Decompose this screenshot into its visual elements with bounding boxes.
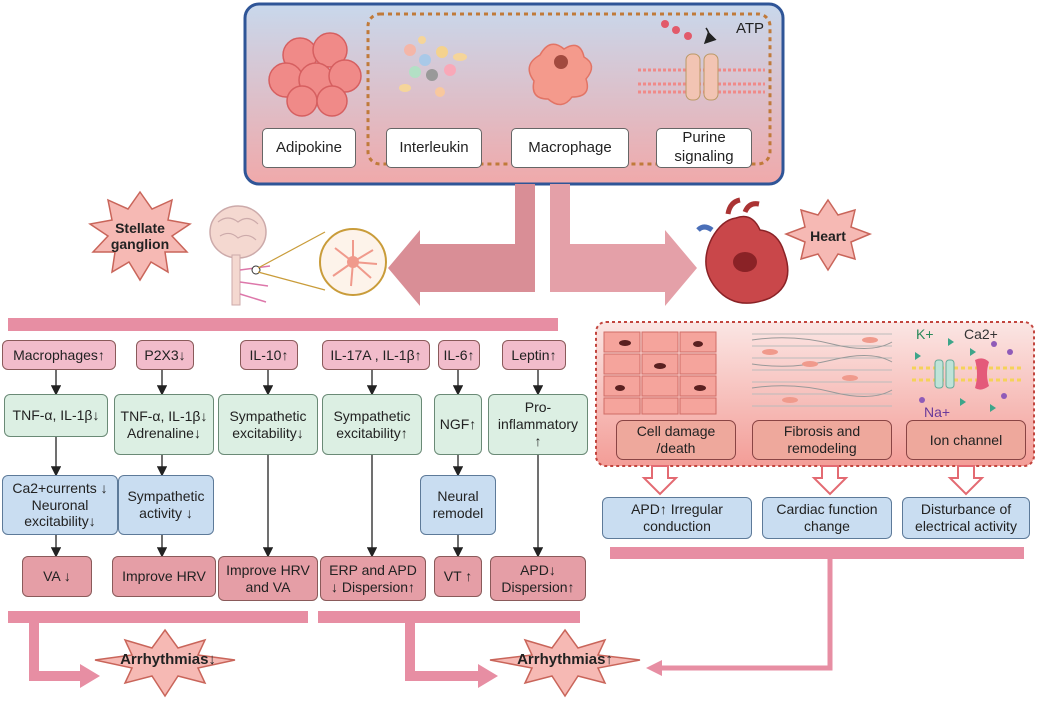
col6-bottom: APD↓ Dispersion↑ — [490, 556, 586, 601]
arrow-to-ganglion — [388, 184, 535, 306]
col5-mid: NGF↑ — [434, 394, 482, 455]
heart-outcome-bar — [610, 547, 1024, 559]
col5-mid2: Neural remodel — [420, 475, 496, 535]
ion-channel-box: Ion channel — [906, 420, 1026, 460]
right-bottom-arrow — [405, 623, 480, 681]
fibrosis-tissue-icon — [751, 333, 893, 407]
cell-damage-box: Cell damage /death — [616, 420, 736, 460]
arrhythmia-increase-label: Arrhythmias↑ — [517, 651, 613, 669]
ion-channel-icon — [912, 338, 1024, 412]
col1-top: Macrophages↑ — [2, 340, 116, 370]
fibrosis-box: Fibrosis and remodeling — [752, 420, 892, 460]
mediator-panel — [243, 2, 785, 186]
ganglion-bar — [8, 318, 558, 331]
interleukin-label: Interleukin — [399, 138, 469, 156]
reduction-bar — [8, 611, 308, 623]
col2-mid2: Sympathetic activity ↓ — [118, 475, 214, 535]
col3-bottom: Improve HRV and VA — [218, 556, 318, 601]
col2-bottom: Improve HRV — [112, 556, 216, 597]
purine-label: Purine signaling — [674, 129, 734, 165]
macrophage-box: Macrophage — [511, 128, 629, 168]
stellate-label: Stellate ganglion — [110, 219, 170, 252]
macrophage-cell-icon — [528, 43, 593, 106]
arrhythmia-increase-star — [489, 628, 641, 698]
adipokine-box: Adipokine — [262, 128, 356, 168]
mechanism-to-outcome-arrows — [641, 465, 985, 496]
purine-box: Purine signaling — [656, 128, 752, 168]
heart-organ-icon — [696, 197, 789, 304]
col1-bottom: VA ↓ — [22, 556, 92, 597]
heart-to-arrhythmia-arrow — [660, 559, 833, 671]
stellate-star-shape — [88, 190, 192, 282]
col4-top: IL-17A , IL-1β↑ — [322, 340, 430, 370]
heart-label: Heart — [810, 227, 846, 244]
heart-star-shape — [783, 198, 873, 272]
apd-outcome-box: APD↑ Irregular conduction — [602, 497, 752, 539]
cardiac-function-box: Cardiac function change — [762, 497, 892, 539]
cytokine-particles-icon — [399, 36, 467, 97]
col6-mid: Pro-inflammatory ↑ — [488, 394, 588, 455]
col1-mid2: Ca2+currents ↓ Neuronal excitability↓ — [2, 475, 118, 535]
arrhythmia-decrease-star — [94, 628, 236, 698]
col2-top: P2X3↓ — [136, 340, 194, 370]
purinergic-receptor-icon — [638, 20, 765, 101]
col4-bottom: ERP and APD ↓ Dispersion↑ — [320, 556, 426, 601]
potassium-label: K+ — [916, 326, 934, 342]
col3-top: IL-10↑ — [240, 340, 298, 370]
increase-bar — [318, 611, 580, 623]
macrophage-label: Macrophage — [528, 138, 612, 156]
arrhythmia-decrease-label: Arrhythmias↓ — [120, 651, 216, 669]
col3-mid: Sympathetic excitability↓ — [218, 394, 318, 455]
neuron-magnified-icon — [319, 228, 387, 296]
col5-bottom: VT ↑ — [434, 556, 482, 597]
column-connectors — [50, 370, 544, 558]
brain-spinal-cord-icon — [209, 205, 326, 306]
adipocyte-cluster-icon — [268, 32, 362, 117]
adipokine-label: Adipokine — [276, 138, 342, 156]
atp-label: ATP — [736, 20, 765, 37]
arrow-to-heart — [550, 184, 697, 306]
electrical-disturbance-box: Disturbance of electrical activity — [902, 497, 1030, 539]
col5-top: IL-6↑ — [438, 340, 480, 370]
left-bottom-arrow — [29, 623, 82, 681]
col2-mid: TNF-α, IL-1β↓ Adrenaline↓ — [114, 394, 214, 455]
calcium-label: Ca2+ — [964, 326, 998, 342]
col4-mid: Sympathetic excitability↑ — [322, 394, 422, 455]
col6-top: Leptin↑ — [502, 340, 566, 370]
interleukin-box: Interleukin — [386, 128, 482, 168]
sodium-label: Na+ — [924, 404, 951, 420]
col1-mid: TNF-α, IL-1β↓ — [4, 394, 108, 437]
